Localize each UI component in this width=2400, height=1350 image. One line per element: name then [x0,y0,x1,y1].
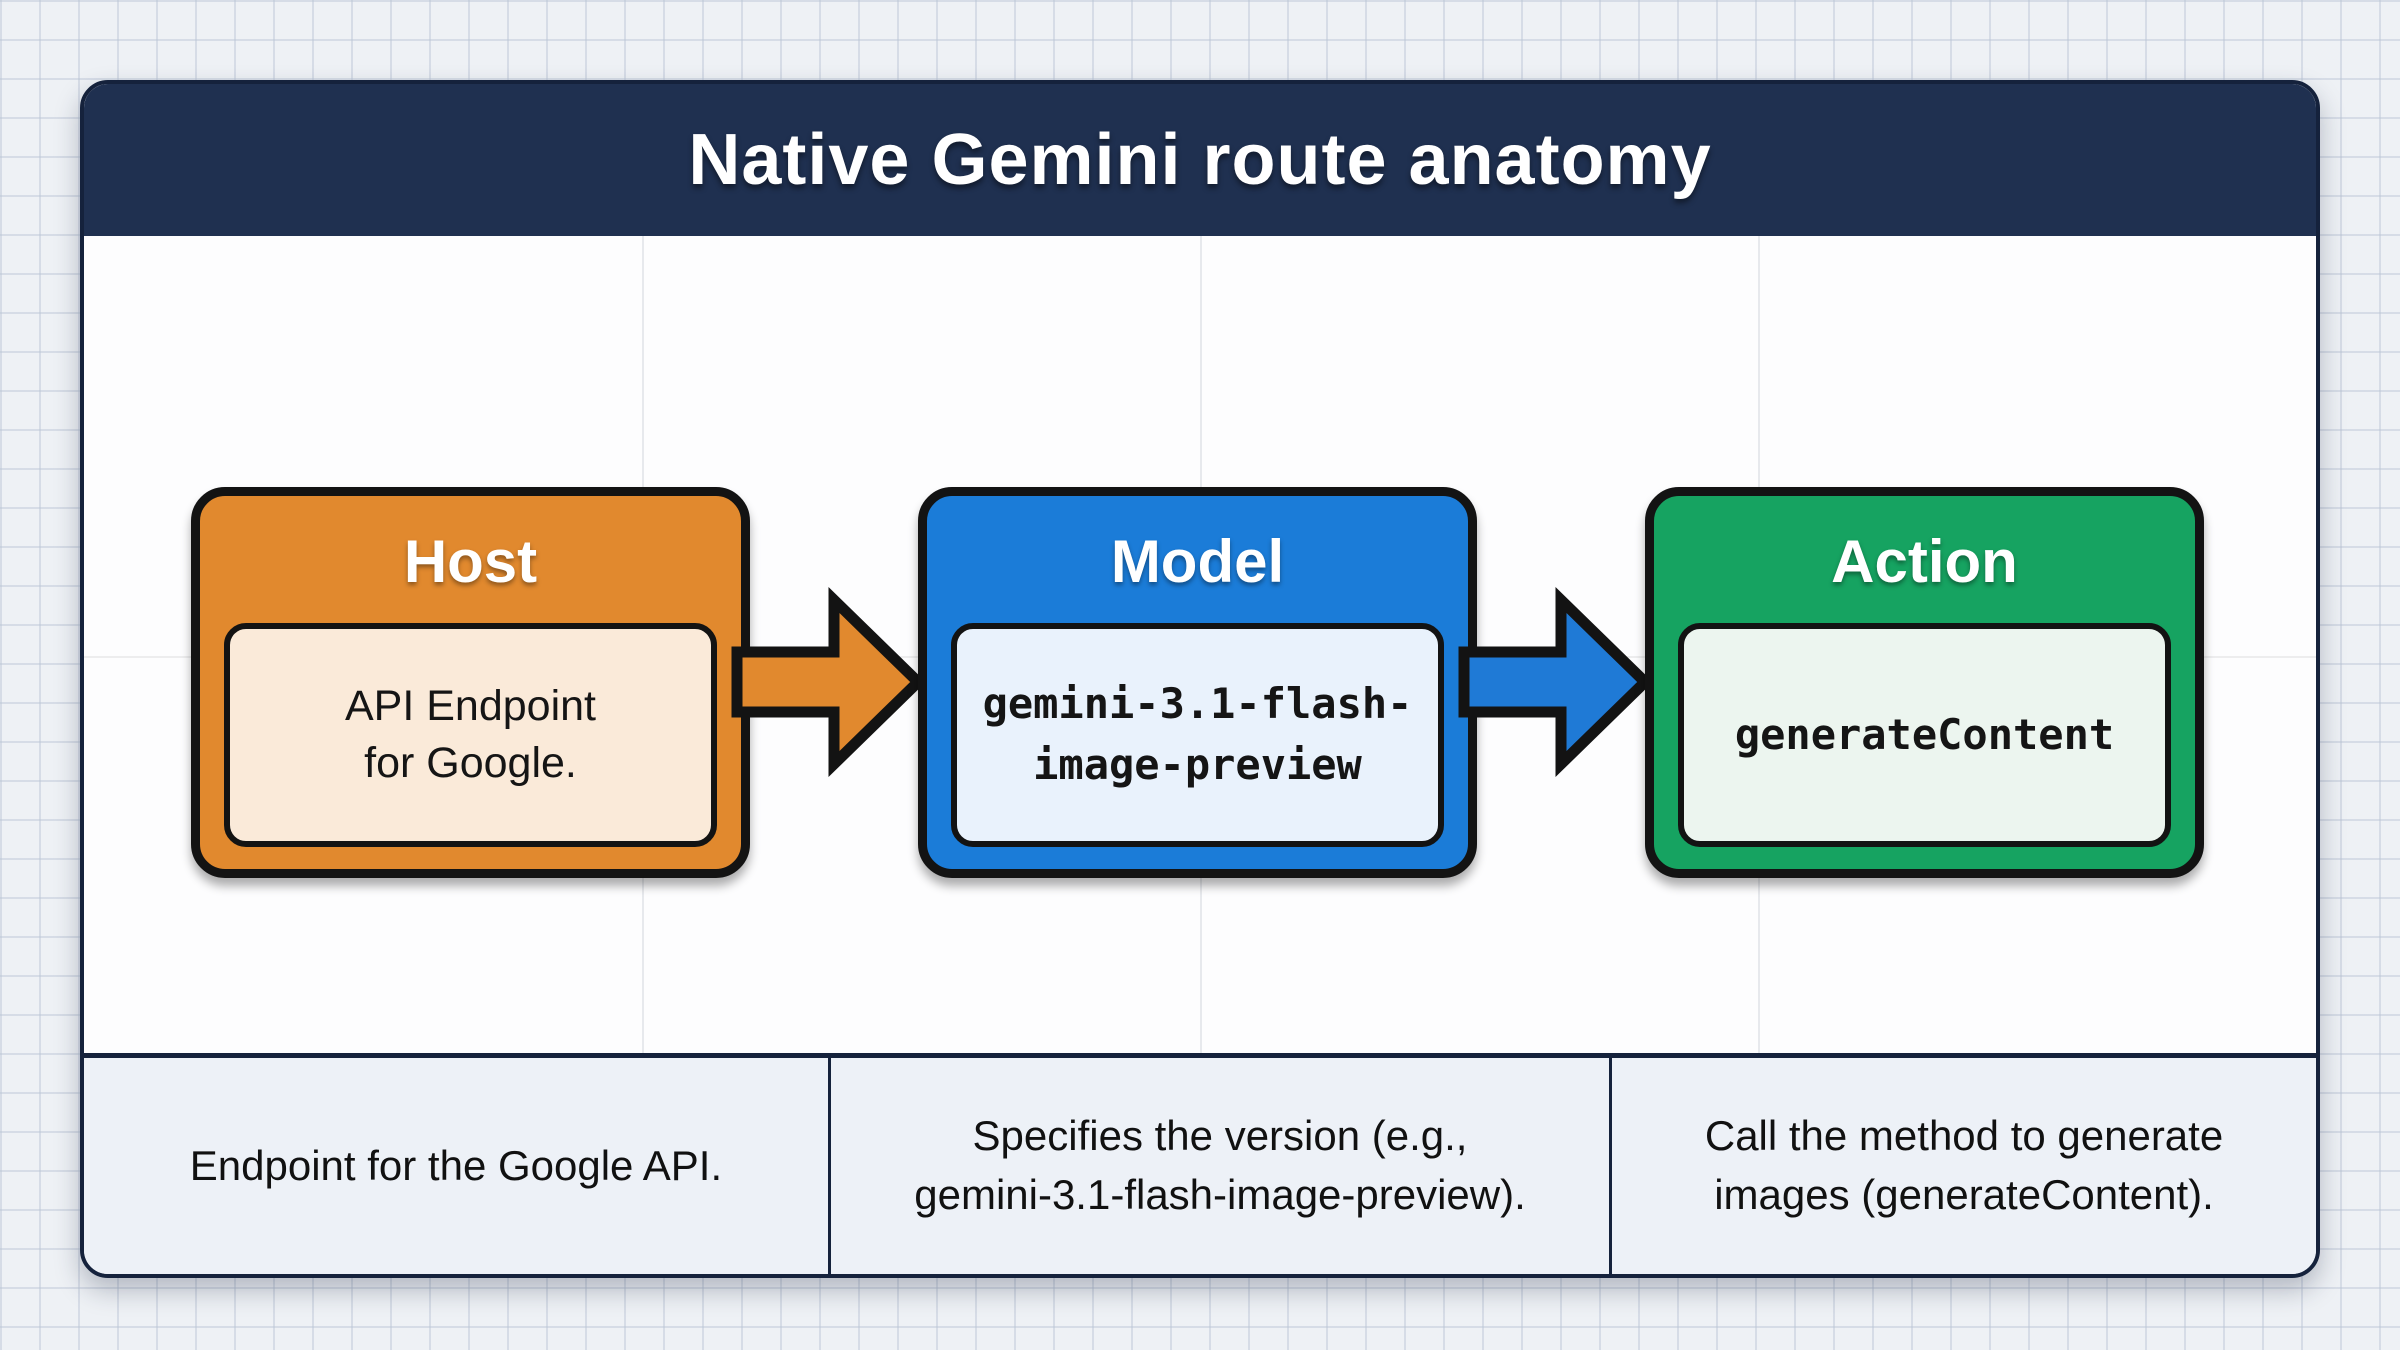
node-action-value: generateContent [1678,623,2171,847]
node-action-title: Action [1831,527,2018,595]
arrow-model-to-action-icon [1458,586,1653,778]
node-model-value: gemini-3.1-flash- image-preview [951,623,1444,847]
diagram-body: Host API Endpoint for Google. Model gemi… [84,236,2316,1053]
arrow-host-to-model-icon [731,586,926,778]
node-model: Model gemini-3.1-flash- image-preview [918,487,1477,878]
footer-row: Endpoint for the Google API. Specifies t… [84,1053,2316,1274]
footer-cell-action: Call the method to generate images (gene… [1609,1058,2316,1274]
node-action: Action generateContent [1645,487,2204,878]
footer-cell-host: Endpoint for the Google API. [189,1141,723,1189]
node-host-title: Host [403,527,538,595]
node-model-title: Model [1110,527,1285,595]
arrow-shape [731,586,926,778]
footer-cell-model: Specifies the version (e.g., gemini-3.1-… [827,1058,1609,1274]
diagram-card: Native Gemini route anatomy Host API End… [80,80,2320,1278]
diagram-title: Native Gemini route anatomy [688,120,1712,200]
node-host: Host API Endpoint for Google. [191,487,750,878]
node-host-value: API Endpoint for Google. [224,623,717,847]
arrow-shape [1458,586,1653,778]
diagram-header: Native Gemini route anatomy [84,84,2316,236]
